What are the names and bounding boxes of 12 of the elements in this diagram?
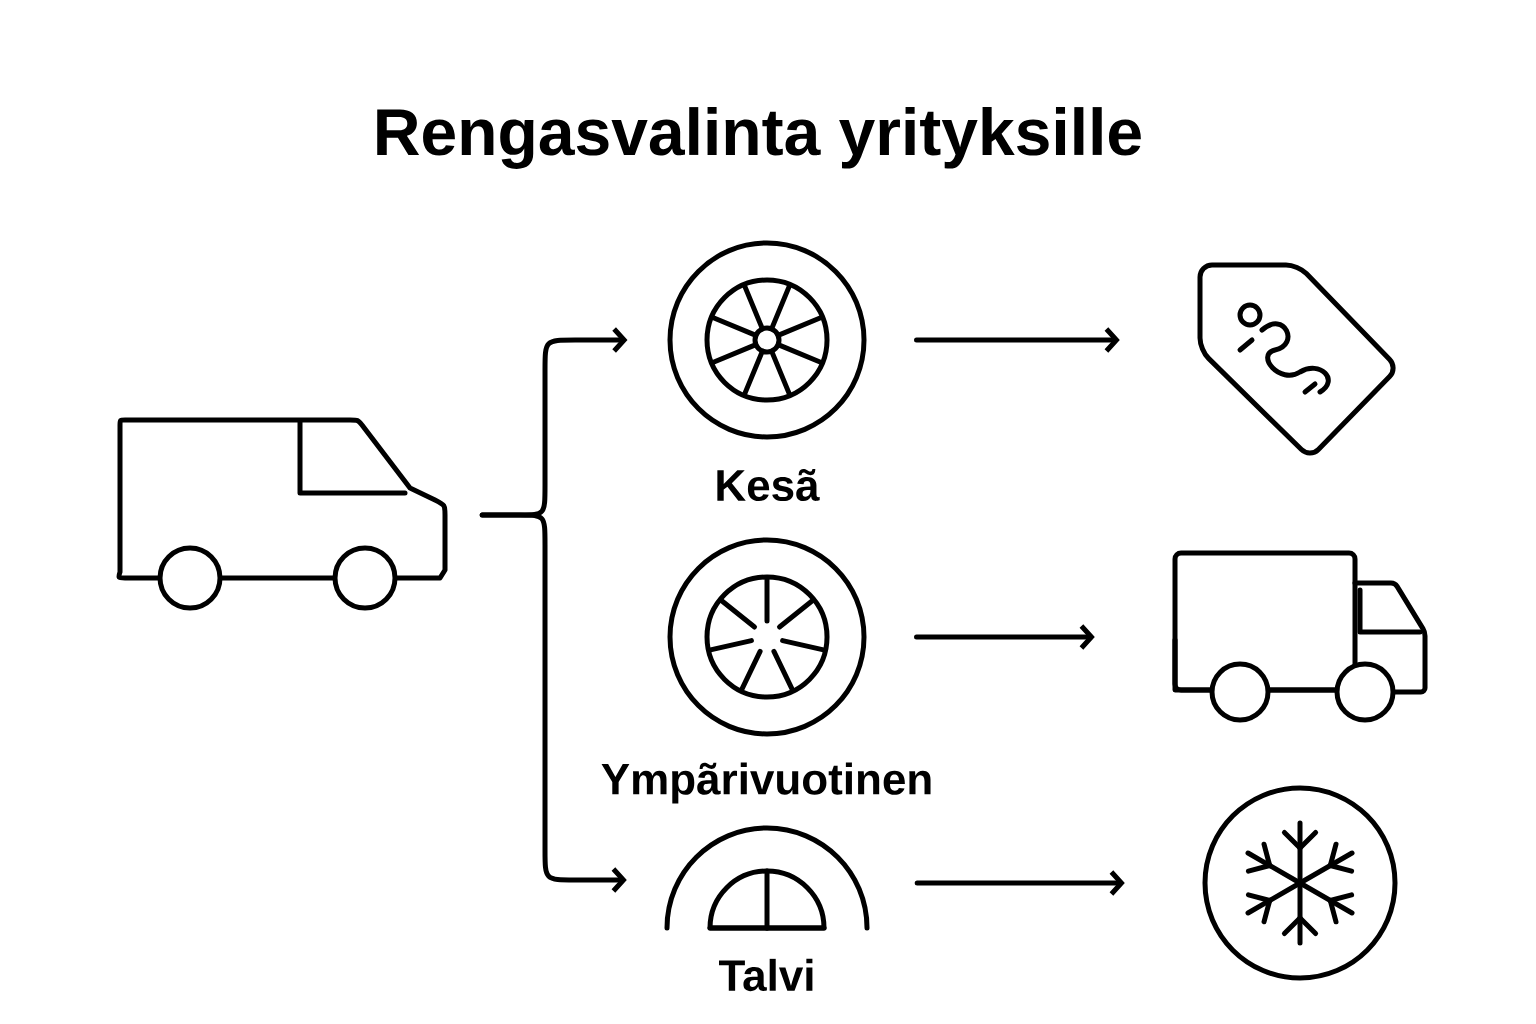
price-tag-drawing	[1197, 262, 1396, 456]
tire-label: Kesã	[717, 468, 820, 502]
tire-label: Ympãrivuotinen	[601, 762, 931, 804]
snowflake-drawing	[1202, 785, 1398, 981]
van-drawing	[116, 417, 448, 611]
title: Rengasvalinta yrityksille	[377, 107, 1141, 169]
arrow	[914, 327, 1120, 353]
arrow	[914, 624, 1095, 650]
arrow	[479, 512, 627, 893]
truck-drawing	[1172, 550, 1428, 723]
arrow	[914, 870, 1125, 896]
tire-label: Talvi	[719, 958, 813, 992]
